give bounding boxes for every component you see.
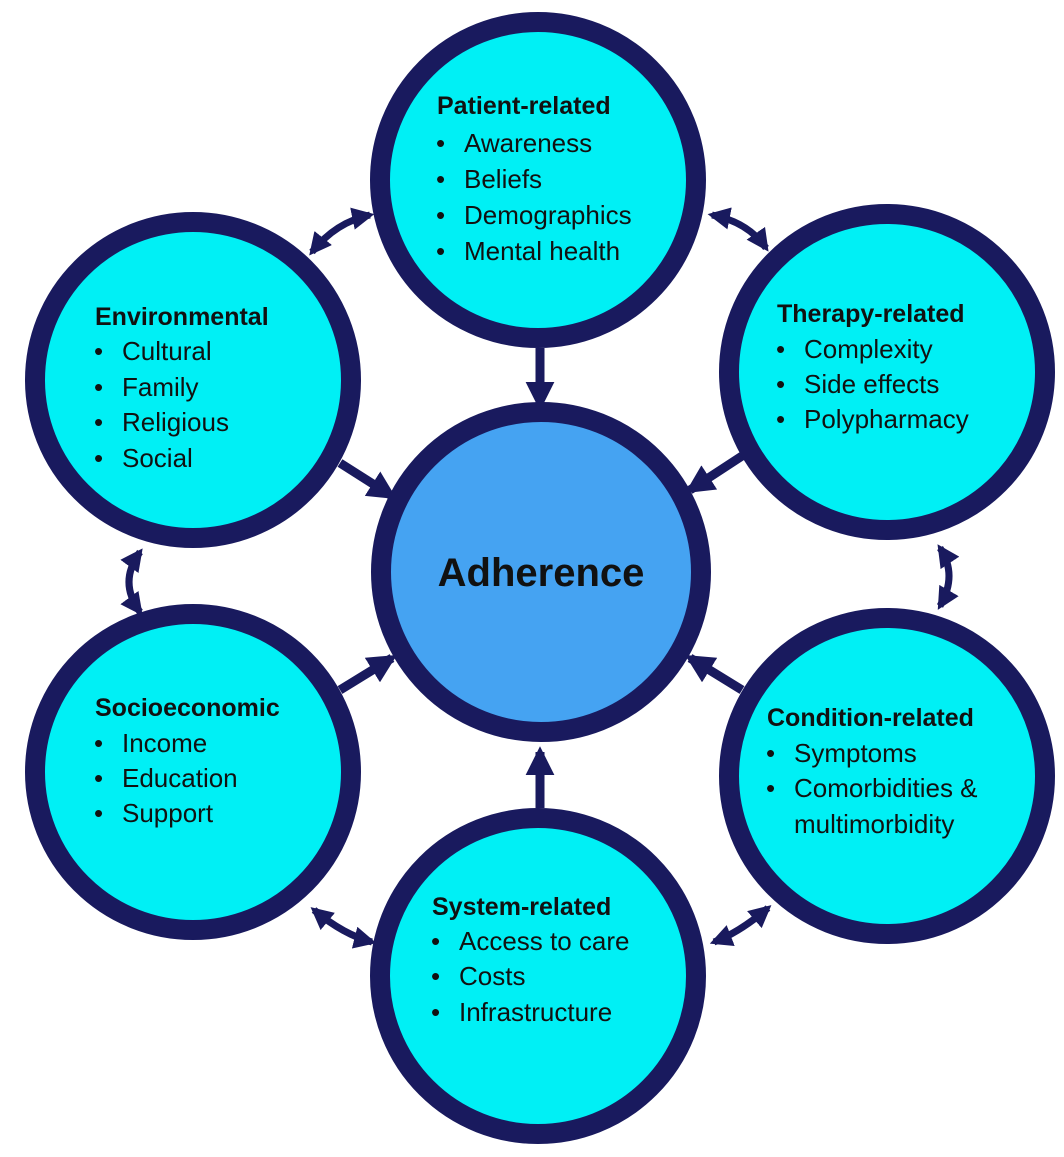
node-item: Religious [122, 407, 229, 437]
node-system-related: System-related • Access to care • Costs … [370, 808, 706, 1144]
node-socioeconomic: Socioeconomic • Income • Education • Sup… [25, 604, 361, 940]
node-circle [370, 808, 706, 1144]
node-item: Side effects [804, 369, 939, 399]
node-bullet: • [431, 926, 440, 956]
center-arrows [337, 348, 745, 808]
node-circle [25, 212, 361, 548]
node-bullet: • [94, 443, 103, 473]
node-circle [719, 204, 1055, 540]
node-bullet: • [431, 997, 440, 1027]
node-environmental: Environmental • Cultural • Family • Reli… [25, 212, 361, 548]
node-bullet: • [94, 763, 103, 793]
node-condition-related: Condition-related • Symptoms • Comorbidi… [719, 608, 1055, 944]
node-item: Education [122, 763, 238, 793]
node-item: Income [122, 728, 207, 758]
node-item: Family [122, 372, 199, 402]
node-title: Environmental [95, 303, 269, 331]
node-bullet: • [94, 372, 103, 402]
node-item: Infrastructure [459, 997, 612, 1027]
node-item: Comorbidities & [794, 773, 978, 803]
node-bullet: • [766, 738, 775, 768]
node-bullet: • [436, 236, 445, 266]
arrow-therapy-to-center [685, 452, 745, 494]
node-item: Beliefs [464, 164, 542, 194]
node-bullet: • [776, 334, 785, 364]
node-bullet: • [776, 369, 785, 399]
node-circle [25, 604, 361, 940]
node-item: Costs [459, 961, 525, 991]
node-title: Therapy-related [777, 300, 965, 328]
arrow-environmental-patient [309, 207, 375, 256]
center-node-adherence: Adherence [371, 402, 711, 742]
node-bullet: • [436, 128, 445, 158]
node-circle [719, 608, 1055, 944]
node-item: Polypharmacy [804, 404, 969, 434]
node-title: Socioeconomic [95, 694, 280, 722]
node-circle [370, 12, 706, 348]
center-label: Adherence [438, 551, 645, 595]
node-bullet: • [94, 728, 103, 758]
node-item: Symptoms [794, 738, 917, 768]
arrow-therapy-condition [936, 544, 960, 610]
node-bullet: • [436, 200, 445, 230]
node-item: Access to care [459, 926, 630, 956]
node-bullet: • [436, 164, 445, 194]
node-bullet: • [94, 336, 103, 366]
arrow-patient-therapy [707, 207, 769, 252]
arrow-system-socioeconomic [310, 907, 377, 949]
node-item: Mental health [464, 236, 620, 266]
arrow-environmental-to-center [337, 459, 397, 500]
neighbor-arrows [120, 207, 960, 949]
node-item: Complexity [804, 334, 933, 364]
node-bullet: • [766, 773, 775, 803]
node-item: Awareness [464, 128, 592, 158]
node-bullet: • [431, 961, 440, 991]
node-item: Social [122, 443, 193, 473]
node-item: Support [122, 798, 214, 828]
node-title: System-related [432, 893, 611, 921]
node-bullet: • [94, 798, 103, 828]
arrow-condition-to-center [685, 654, 745, 694]
center-circle [371, 402, 711, 742]
node-therapy-related: Therapy-related • Complexity • Side effe… [719, 204, 1055, 540]
node-patient-related: Patient-related • Awareness • Beliefs • … [370, 12, 706, 348]
node-title: Condition-related [767, 704, 974, 732]
arrow-socioeconomic-to-center [337, 654, 397, 694]
node-item: Cultural [122, 336, 212, 366]
node-title: Patient-related [437, 92, 611, 120]
node-item: multimorbidity [794, 809, 954, 839]
arrow-condition-system [709, 905, 772, 947]
node-bullet: • [94, 407, 103, 437]
node-item: Demographics [464, 200, 632, 230]
arrow-socioeconomic-environmental [120, 548, 143, 616]
node-bullet: • [776, 404, 785, 434]
